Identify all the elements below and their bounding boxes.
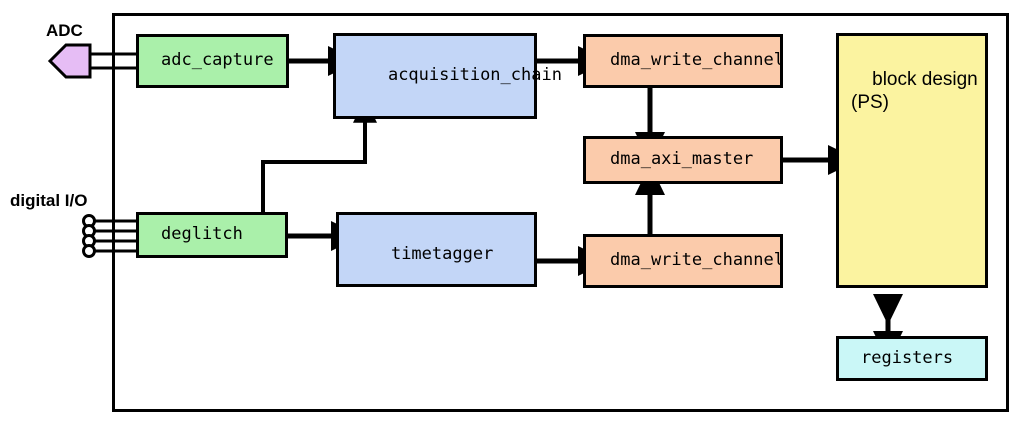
adc-port-label: ADC: [46, 21, 83, 40]
node-registers[interactable]: registers: [836, 336, 988, 381]
node-block-design-ps-label: block design (PS): [851, 68, 978, 113]
node-dma-write-channel-top-label: dma_write_channel: [610, 50, 784, 71]
digital-io-pin-4: [82, 244, 96, 258]
node-dma-write-channel-bottom-label: dma_write_channel: [610, 250, 784, 271]
node-dma-axi-master[interactable]: dma_axi_master: [583, 136, 783, 184]
node-acquisition-chain-label: acquisition_chain: [387, 65, 562, 86]
node-acquisition-chain[interactable]: acquisition_chain: [333, 33, 562, 119]
node-deglitch-label: deglitch: [161, 224, 243, 245]
edge-deglitch-to-acquisition-chain: [261, 98, 377, 212]
node-registers-label: registers: [861, 347, 954, 368]
node-timetagger-label: timetagger: [390, 244, 494, 265]
node-adc-capture-label: adc_capture: [161, 50, 274, 71]
node-dma-axi-master-label: dma_axi_master: [610, 149, 754, 170]
node-dma-write-channel-top[interactable]: dma_write_channel: [583, 34, 784, 88]
outer-boundary-rect: [112, 13, 1009, 412]
node-dma-write-channel-bottom[interactable]: dma_write_channel: [583, 234, 784, 288]
adc-port-shape: [47, 43, 92, 79]
node-block-design-ps[interactable]: block design (PS): [836, 33, 988, 288]
digital-io-port-label: digital I/O: [10, 191, 88, 210]
node-deglitch[interactable]: deglitch: [136, 212, 288, 258]
node-adc-capture[interactable]: adc_capture: [136, 34, 289, 88]
node-timetagger[interactable]: timetagger: [336, 212, 537, 287]
